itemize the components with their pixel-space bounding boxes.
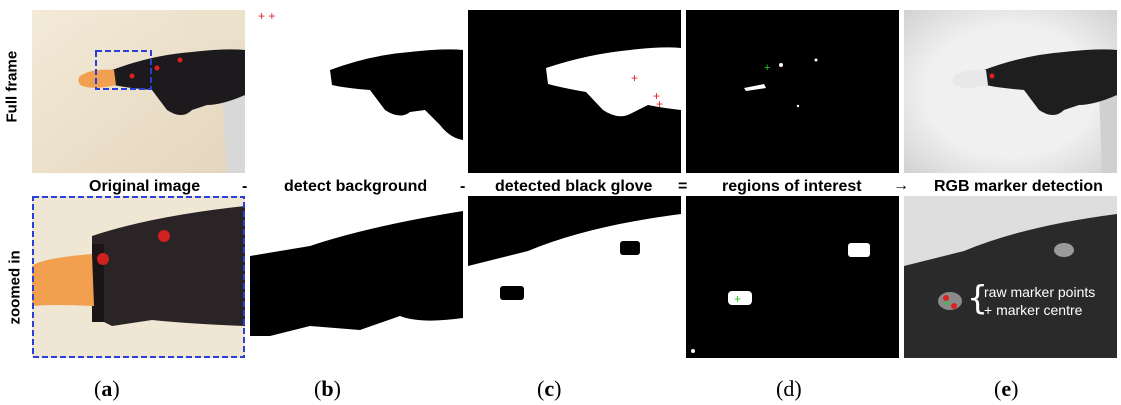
operator-equals: = (678, 178, 688, 195)
panel-b-full-frame: + + (250, 10, 463, 173)
panel-d-zoomed: + (686, 196, 899, 358)
svg-text:+: + (653, 89, 660, 103)
svg-text:+: + (734, 292, 741, 306)
panel-b-zoomed (250, 196, 463, 358)
svg-text:+: + (656, 97, 663, 111)
caption-detect-background: detect background (284, 178, 428, 195)
svg-text:+ +: + + (258, 10, 275, 23)
subfigure-label-e: (e) (994, 376, 1019, 401)
operator-arrow: → (893, 177, 909, 194)
svg-text:+: + (631, 71, 638, 85)
panel-c-full-frame: + + + (468, 10, 681, 173)
panel-d-full-frame: + (686, 10, 899, 173)
annotation-marker-centre: + marker centre (984, 302, 1083, 318)
row-label-full-frame: Full frame (3, 50, 21, 123)
panel-e-full-frame (904, 10, 1117, 173)
caption-rgb-marker-detection: RGB marker detection (934, 178, 1103, 195)
annotation-raw-marker-points: raw marker points (984, 284, 1096, 300)
annotation-brace: { (967, 278, 988, 317)
subfigure-label-d: (d) (776, 376, 802, 401)
panel-a-full-frame (32, 10, 245, 173)
row-label-zoomed-in: zoomed in (6, 250, 24, 325)
subfigure-label-b: (b) (314, 376, 341, 401)
panel-e-zoomed: + (904, 196, 1117, 358)
panel-a-zoomed (32, 196, 245, 358)
caption-regions-of-interest: regions of interest (722, 178, 862, 195)
caption-detected-black-glove: detected black glove (495, 178, 653, 195)
svg-text:+: + (944, 296, 951, 310)
operator-minus-2: - (460, 178, 466, 195)
caption-original-image: Original image (89, 178, 201, 195)
svg-text:+: + (764, 62, 770, 74)
subfigure-label-a: (a) (94, 376, 120, 401)
panel-c-zoomed (468, 196, 681, 358)
operator-minus-1: - (242, 178, 248, 195)
subfigure-label-c: (c) (537, 376, 562, 401)
